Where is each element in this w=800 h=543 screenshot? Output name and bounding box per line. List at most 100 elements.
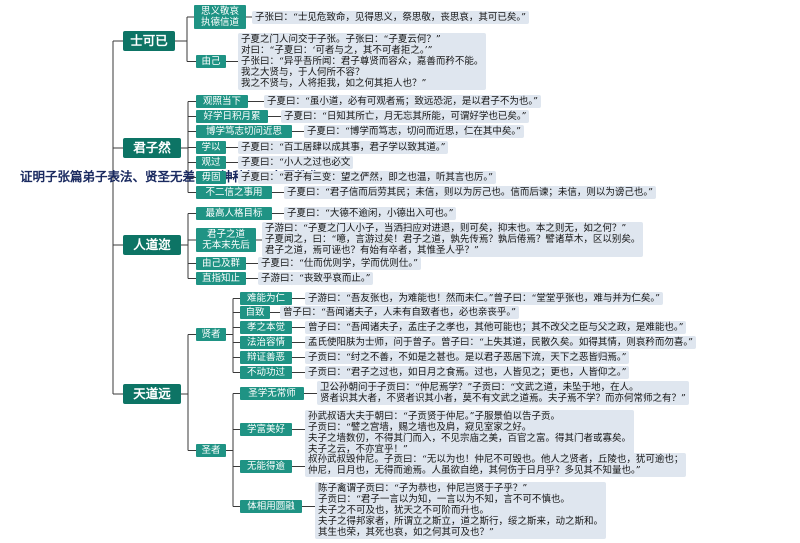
text-line: 子游曰：“丧致乎哀而止。” xyxy=(261,273,371,284)
text-line: 学以 xyxy=(201,142,221,153)
text-line: 子张篇 xyxy=(45,169,83,184)
subtopic[interactable]: 学富美好 xyxy=(240,423,292,436)
subtopic[interactable]: 好学日积月累 xyxy=(196,110,268,123)
text-line: 法治容情 xyxy=(246,337,285,348)
subtopic[interactable]: 君子之道无本末先后 xyxy=(196,228,256,252)
text-line: 子贡曰：“君子之过也，如日月之食焉。过也，人皆见之；更也，人皆仰之。” xyxy=(308,367,627,378)
subtopic-group[interactable]: 贤者 xyxy=(196,328,226,341)
quote-leaf: 子夏曰：“虽小道，必有可观者焉；致远恐泥，是以君子不为也。” xyxy=(264,95,541,108)
subtopic[interactable]: 难能为仁 xyxy=(240,292,292,305)
text-line: 最高人格目标 xyxy=(205,208,263,219)
text-line: 子夏曰：“博学而笃志，切问而近思，仁在其中矣。” xyxy=(307,126,521,137)
text-line: 自致 xyxy=(245,307,265,318)
text-line: 子夏曰：“大德不逾闲，小德出入可也。” xyxy=(287,208,454,219)
subtopic[interactable]: 直指知止 xyxy=(196,272,246,285)
text-line: 陈子禽谓子贡曰：“子为恭也，仲尼岂贤于子乎？” xyxy=(318,483,528,494)
quote-leaf: 叔孙武叔毁仲尼。子贡曰：“无以为也！仲尼不可毁也。他人之贤者，丘陵也，犹可逾也；… xyxy=(305,453,687,477)
category-rendao-er[interactable]: 人道迩 xyxy=(123,235,181,255)
subtopic[interactable]: 不动功过 xyxy=(240,366,292,379)
text-line: 子游曰：“吾友张也，为难能也！然而未仁。”曾子曰：“堂堂乎张也，难与并为仁矣。” xyxy=(308,293,660,304)
text-line: 卫公孙朝问于子贡曰：“仲尼焉学？”子贡曰：“文武之道，未坠于地，在人。 xyxy=(320,382,639,393)
quote-leaf: 子夏曰：“君子信而后劳其民；未信，则以为厉己也。信而后谏；未信，则以为谤己也。” xyxy=(284,186,656,199)
text-line: 直指知止 xyxy=(201,273,240,284)
subtopic[interactable]: 体相用圆融 xyxy=(240,500,302,513)
text-line: 子夏闻之，曰：“噫，言游过矣！君子之道，孰先传焉？孰后倦焉？譬诸草木，区以别矣。 xyxy=(265,234,641,245)
text-line: 由己及群 xyxy=(201,258,240,269)
text-line: 孟氏使阳肤为士师，问于曾子。曾子曰：“上失其道，民散久矣。如得其情，则哀矜而勿喜… xyxy=(308,337,693,348)
text-line: 难能为仁 xyxy=(246,293,285,304)
text-line: 叔孙武叔毁仲尼。子贡曰：“无以为也！仲尼不可毁也。他人之贤者，丘陵也，犹可逾也； xyxy=(308,454,684,465)
text-line: 执德信道 xyxy=(200,17,239,28)
text-line: 子贡曰：“譬之宫墙，赐之墙也及肩，窥见室家之好。 xyxy=(308,422,532,433)
subtopic[interactable]: 孝之本觉 xyxy=(240,321,292,334)
text-line: 证明 xyxy=(20,169,46,184)
subtopic[interactable]: 毋固 xyxy=(196,171,226,184)
text-line: 曾子曰：“吾闻诸夫子，人未有自致者也，必也亲丧乎。” xyxy=(283,307,516,318)
subtopic[interactable]: 自致 xyxy=(240,306,270,319)
text-line: 子夏之门人问交于子张。子张曰：“子夏云何？” xyxy=(241,34,441,45)
quote-leaf: 子夏曰：“博学而笃志，切问而近思，仁在其中矣。” xyxy=(304,125,524,138)
text-line: 子夏曰：“君子有三变：望之俨然，即之也温，听其言也厉。” xyxy=(241,172,493,183)
root-topic: 证明子张篇弟子表法、贤圣无差，示神种行、大愿教化 xyxy=(20,169,320,184)
text-line: 子贡曰：“君子一言以为知，一言以为不知，言不可不慎也。 xyxy=(318,494,570,505)
subtopic[interactable]: 博学笃志切问近思 xyxy=(196,125,292,138)
subtopic[interactable]: 由己及群 xyxy=(196,257,246,270)
text-line: 其生也荣，其死也哀，如之何其可及也？” xyxy=(318,527,494,538)
quote-leaf: 曾子曰：“吾闻诸夫子，孟庄子之孝也，其他可能也；其不改父之臣与父之政，是难能也。… xyxy=(305,321,687,334)
quote-leaf: 子夏曰：“大德不逾闲，小德出入可也。” xyxy=(284,207,457,220)
text-line: 毋固 xyxy=(201,172,221,183)
subtopic[interactable]: 由己 xyxy=(196,55,226,68)
text-line: 对曰：“子夏曰：‘可者与之，其不可者拒之。’” xyxy=(241,45,433,56)
subtopic[interactable]: 不二信之事用 xyxy=(196,186,272,199)
text-line: 贤者 xyxy=(201,329,221,340)
subtopic[interactable]: 观过 xyxy=(196,156,226,169)
text-line: 观过 xyxy=(201,157,221,168)
text-line: 不动功过 xyxy=(246,367,285,378)
text-line: 体相用圆融 xyxy=(247,501,295,512)
text-line: 贤圣无差， xyxy=(145,169,208,184)
text-line: 夫子之不可及也，犹天之不可阶而升也。 xyxy=(318,505,490,516)
text-line: 君子之道 xyxy=(206,229,245,240)
quote-leaf: 曾子曰：“吾闻诸夫子，人未有自致者也，必也亲丧乎。” xyxy=(280,306,519,319)
subtopic-group[interactable]: 圣者 xyxy=(196,444,226,457)
text-line: 子夏曰：“虽小道，必有可观者焉；致远恐泥，是以君子不为也。” xyxy=(267,96,538,107)
text-line: 无本末先后 xyxy=(202,240,250,251)
quote-leaf: 子夏曰：“小人之过也必文 xyxy=(238,156,354,169)
text-line: 子贡曰：“纣之不善，不如是之甚也。是以君子恶居下流，天下之恶皆归焉。” xyxy=(308,352,627,363)
quote-leaf: 子游曰：“子夏之门人小子，当洒扫应对进退，则可矣，抑末也。本之则无，如之何？”子… xyxy=(262,222,644,257)
text-line: 观照当下 xyxy=(202,96,241,107)
subtopic[interactable]: 学以 xyxy=(196,141,226,154)
quote-leaf: 子游曰：“吾友张也，为难能也！然而未仁。”曾子曰：“堂堂乎张也，难与并为仁矣。” xyxy=(305,292,663,305)
text-line: 子夏曰：“小人之过也必文 xyxy=(241,157,351,168)
quote-leaf: 子夏之门人问交于子张。子张曰：“子夏云何？”对曰：“子夏曰：‘可者与之，其不可者… xyxy=(238,33,487,90)
text-line: 孝之本觉 xyxy=(246,322,285,333)
category-shi-ke-yi[interactable]: 士可已 xyxy=(123,31,175,51)
text-line: 由己 xyxy=(201,56,221,67)
subtopic[interactable]: 思义敬哀执德信道 xyxy=(194,5,246,29)
text-line: 孙武叔语大夫于朝曰：“子贡贤于仲尼。”子服景伯以告子贡。 xyxy=(308,411,560,422)
subtopic[interactable]: 最高人格目标 xyxy=(196,207,272,220)
text-line: 博学笃志切问近思 xyxy=(205,126,282,137)
text-line: 我之大贤与，于人何所不容？ xyxy=(241,67,365,78)
text-line: 无能得逾 xyxy=(246,461,285,472)
subtopic[interactable]: 无能得逾 xyxy=(240,460,292,473)
category-tiandao-yuan[interactable]: 天道远 xyxy=(123,384,181,404)
text-line: 学富美好 xyxy=(246,424,285,435)
text-line: 子游曰：“子夏之门人小子，当洒扫应对进退，则可矣，抑末也。本之则无，如之何？” xyxy=(265,223,627,234)
subtopic[interactable]: 圣学无常师 xyxy=(240,387,304,400)
subtopic[interactable]: 辩证善恶 xyxy=(240,351,292,364)
quote-leaf: 孟氏使阳肤为士师，问于曾子。曾子曰：“上失其道，民散久矣。如得其情，则哀矜而勿喜… xyxy=(305,336,696,349)
quote-leaf: 子夏曰：“仕而优则学，学而优则仕。” xyxy=(258,257,421,270)
quote-leaf: 陈子禽谓子贡曰：“子为恭也，仲尼岂贤于子乎？”子贡曰：“君子一言以为知，一言以为… xyxy=(315,482,607,539)
subtopic[interactable]: 法治容情 xyxy=(240,336,292,349)
quote-leaf: 子夏曰：“日知其所亡，月无忘其所能，可谓好学也已矣。” xyxy=(281,110,530,123)
text-line: 君子之道，焉可诬也？有始有卒者，其惟圣人乎？” xyxy=(265,245,479,256)
category-junzi-ran[interactable]: 君子然 xyxy=(123,138,181,158)
subtopic[interactable]: 观照当下 xyxy=(196,95,248,108)
quote-leaf: 子贡曰：“纣之不善，不如是之甚也。是以君子恶居下流，天下之恶皆归焉。” xyxy=(305,351,630,364)
text-line: 夫子之得邦家者，所谓立之斯立，道之斯行，绥之斯来，动之斯和。 xyxy=(318,516,604,527)
text-line: 子张曰：“士见危致命，见得思义，祭思敬，丧思哀，其可已矣。” xyxy=(255,12,526,23)
text-line: 子夏曰：“百工居肆以成其事，君子学以致其道。” xyxy=(241,142,446,153)
text-line: 不二信之事用 xyxy=(205,187,263,198)
